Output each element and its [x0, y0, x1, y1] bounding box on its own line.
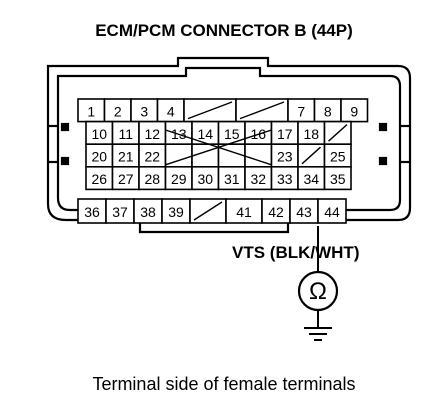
terminal-number: 21: [118, 149, 134, 165]
blank-terminal-mark: [193, 201, 223, 221]
terminal-37: [105, 198, 135, 224]
terminal-number: 31: [224, 171, 240, 187]
terminal-number: 12: [144, 126, 160, 142]
terminal-number: 14: [197, 126, 213, 142]
wire-label: VTS (BLK/WHT): [232, 243, 359, 262]
terminal-number: 18: [303, 126, 319, 142]
terminal-number: 15: [224, 126, 240, 142]
terminal-number: 44: [324, 204, 340, 220]
terminal-number: 27: [118, 171, 134, 187]
diagram-title: ECM/PCM CONNECTOR B (44P): [95, 21, 353, 40]
terminal-grid: 1234789101112131415161718202122232526272…: [77, 98, 369, 224]
terminal-number: 30: [197, 171, 213, 187]
blank-terminal-mark: [301, 146, 321, 165]
terminal-number: 42: [268, 204, 284, 220]
terminal-number: 11: [118, 126, 133, 142]
terminal-number: 25: [330, 149, 346, 165]
terminal-number: 26: [91, 171, 107, 187]
blank-terminal-mark: [239, 101, 285, 120]
terminal-row: 101112131415161718: [85, 120, 352, 145]
terminal-number: 2: [114, 103, 122, 119]
connector-housing: [46, 56, 412, 234]
terminal-41: [225, 198, 263, 224]
terminal-row: 26 27 28 29 30 31 32 33 34 35: [85, 166, 352, 191]
ohm-symbol: Ω: [309, 278, 327, 305]
terminal-39: [161, 198, 191, 224]
terminal-number: 17: [277, 126, 293, 142]
footer-caption: Terminal side of female terminals: [92, 374, 355, 394]
terminal-row: 20 21 22 23 25: [85, 129, 352, 168]
terminal-number: 33: [277, 171, 293, 187]
terminal-38: [133, 198, 163, 224]
terminal-number: 34: [303, 171, 319, 187]
terminal-number: 32: [250, 171, 266, 187]
ground-icon: [304, 310, 332, 341]
terminal-number: 38: [140, 204, 156, 220]
terminal-number: 1: [87, 103, 95, 119]
ohmmeter-icon: Ω: [297, 270, 339, 312]
terminal-number: 36: [84, 204, 100, 220]
terminal-number: 4: [167, 103, 175, 119]
terminal-36: [77, 198, 107, 224]
terminal-number: 8: [324, 103, 332, 119]
terminal-row: 1 2 3 4 7 8 9: [77, 98, 369, 123]
terminal-number: 43: [296, 204, 312, 220]
terminal-number: 10: [91, 126, 107, 142]
blank-terminal-mark: [328, 124, 348, 142]
blank-terminal-mark: [187, 101, 233, 120]
terminal-number: 39: [168, 204, 184, 220]
cavity-cross-mark: [165, 129, 272, 166]
terminal-number: 7: [297, 103, 305, 119]
terminal-number: 3: [140, 103, 148, 119]
terminal-number: 37: [112, 204, 128, 220]
terminal-number: 29: [171, 171, 187, 187]
terminal-9: [340, 98, 369, 123]
terminal-number: 35: [330, 171, 346, 187]
terminal-row: 36 37 38 39 41 42 43 44: [77, 198, 347, 224]
terminal-44: [317, 198, 347, 224]
terminal-number: 23: [277, 149, 293, 165]
terminal-number: 9: [350, 103, 358, 119]
terminal-35: [323, 166, 352, 191]
terminal-number: 22: [144, 149, 160, 165]
terminal-number: 41: [236, 204, 252, 220]
terminal-number: 28: [144, 171, 160, 187]
terminal-number: 20: [91, 149, 107, 165]
